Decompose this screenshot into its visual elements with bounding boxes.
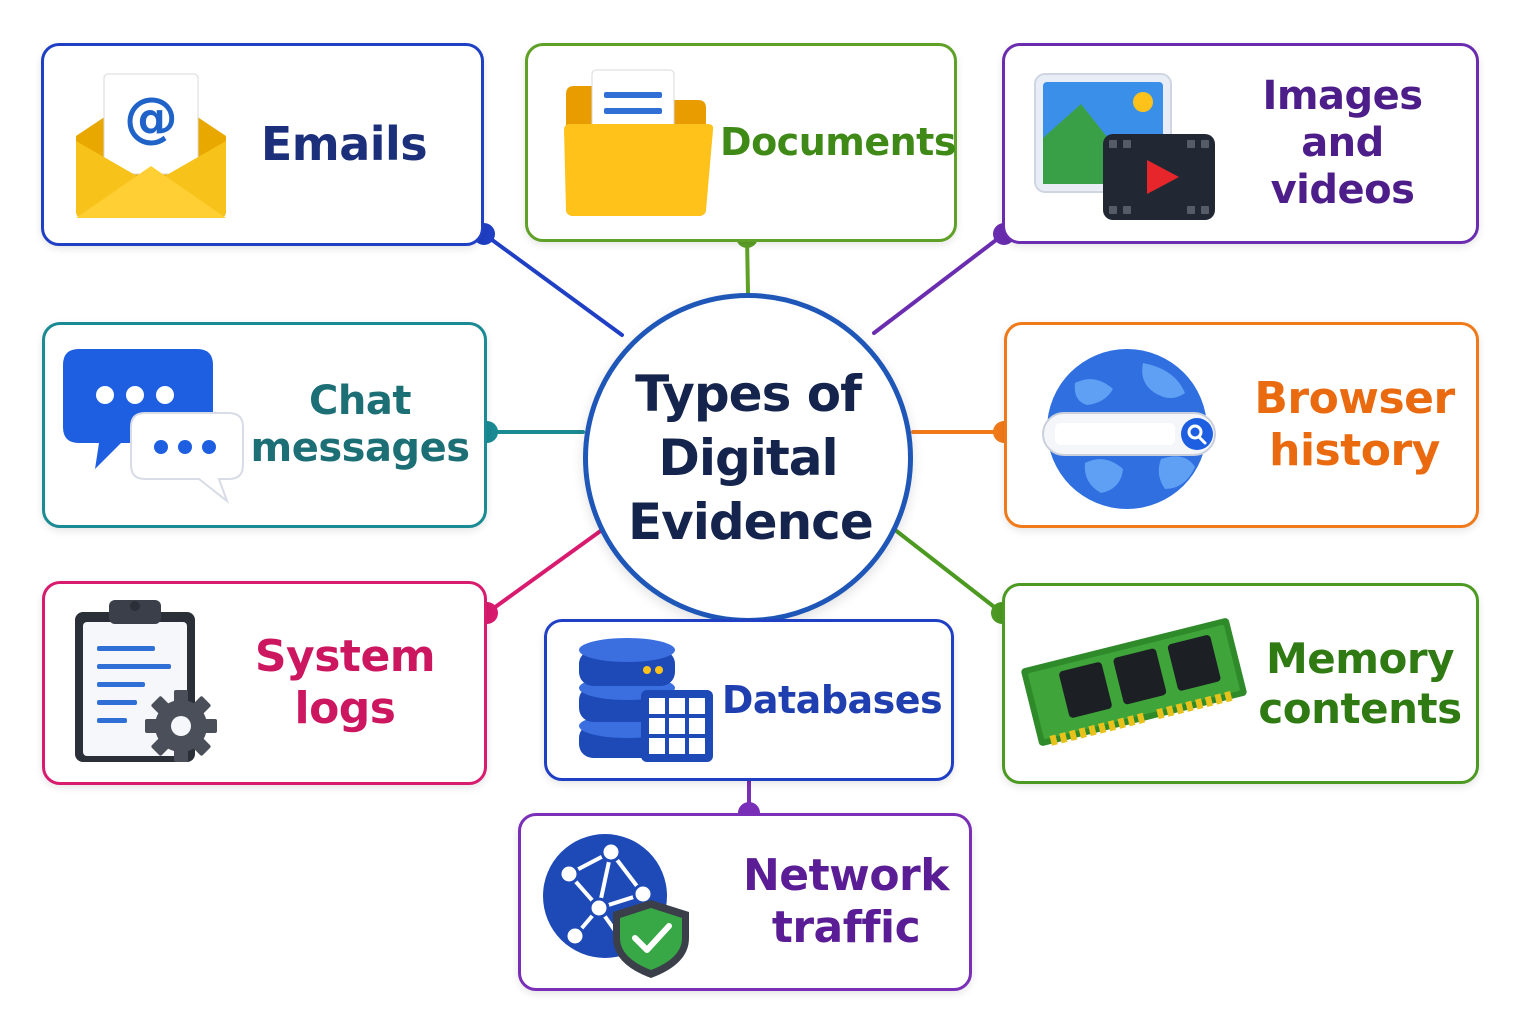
node-chat: Chat messages <box>42 322 487 528</box>
node-documents: Documents <box>525 43 957 242</box>
connector-memory <box>888 524 1004 615</box>
node-browser: Browser history <box>1004 322 1479 528</box>
chat-icon <box>63 349 244 504</box>
node-emails-label: Emails <box>260 117 428 172</box>
folder-icon <box>564 69 714 216</box>
globe-search-icon <box>1042 349 1216 509</box>
node-logs: System logs <box>42 581 487 785</box>
ram-module-icon <box>1021 618 1247 746</box>
database-icon <box>579 638 713 762</box>
svg-text:@: @ <box>124 86 178 149</box>
network-shield-icon <box>543 834 689 978</box>
node-databases-label: Databases <box>721 677 943 722</box>
image-video-icon <box>1034 73 1215 220</box>
node-memory: Memory contents <box>1002 583 1479 784</box>
node-images-videos-label: Images and videos <box>1262 72 1423 214</box>
email-icon: @ <box>76 73 226 218</box>
connector-logs <box>485 525 608 615</box>
clipboard-gear-icon <box>75 600 217 762</box>
node-network-label: Network traffic <box>742 850 950 953</box>
node-browser-label: Browser history <box>1254 373 1455 476</box>
center-title: Types of Digital Evidence <box>628 365 874 551</box>
node-databases: Databases <box>544 619 954 781</box>
node-logs-label: System logs <box>254 631 436 734</box>
node-memory-label: Memory contents <box>1258 633 1462 733</box>
node-chat-label: Chat messages <box>250 377 471 471</box>
node-network: Network traffic <box>518 813 972 991</box>
center-hub: Types of Digital Evidence <box>583 293 913 623</box>
node-documents-label: Documents <box>720 120 956 165</box>
node-images-videos: Images and videos <box>1002 43 1479 244</box>
connector-images-videos <box>872 232 1006 335</box>
connector-emails <box>482 232 624 337</box>
node-emails: @ Emails <box>41 43 484 246</box>
